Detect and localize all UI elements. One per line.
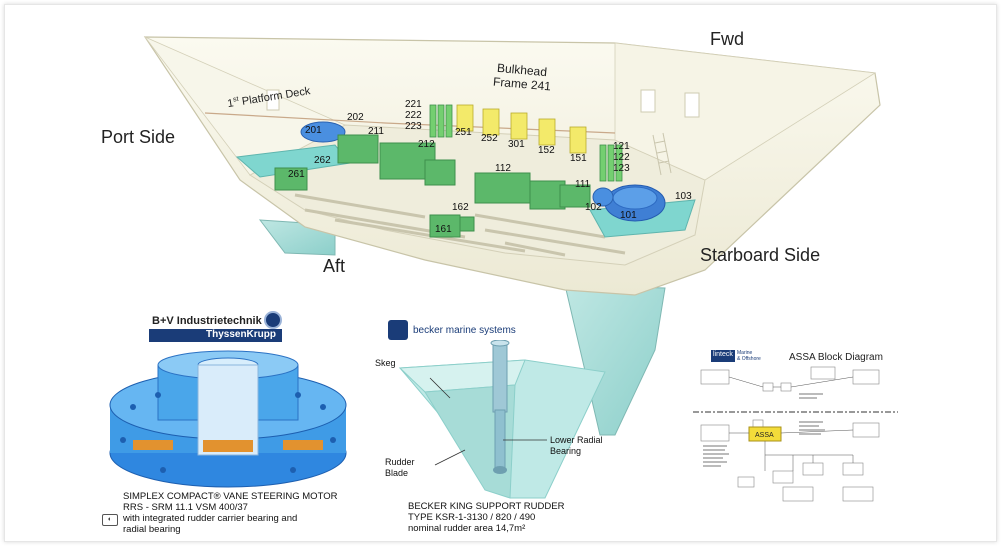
num-152: 152 (538, 145, 555, 156)
num-111: 111 (575, 179, 591, 190)
figure-frame: Fwd Port Side Aft Starboard Side Bulkhea… (4, 4, 997, 542)
skeg-label: Skeg (375, 358, 396, 368)
num-202: 202 (347, 112, 364, 123)
assa-block-label: ASSA (755, 432, 774, 439)
num-301: 301 (508, 139, 525, 150)
rudder-illustration (398, 340, 606, 499)
assa-title: ASSA Block Diagram (789, 352, 883, 363)
door-3 (266, 89, 280, 111)
rudder-blade-label-2: Blade (385, 468, 409, 478)
num-221: 221 (405, 99, 422, 110)
motor-caption-line1: SIMPLEX COMPACT® VANE STEERING MOTOR (123, 491, 338, 502)
linteck-logo-box: linteck (711, 350, 735, 362)
door-2 (684, 92, 700, 118)
steering-motor-illustration (109, 350, 347, 488)
motor-caption-line4: radial bearing (123, 524, 181, 535)
linteck-logo-text: linteck (713, 351, 733, 358)
hull-illustration (143, 36, 881, 436)
num-223: 223 (405, 121, 422, 132)
num-222: 222 (405, 110, 422, 121)
control-panels (456, 104, 587, 154)
assa-block-diagram: ASSA (693, 366, 898, 502)
rudder-caption-line1: BECKER KING SUPPORT RUDDER (408, 501, 565, 512)
thyssenkrupp-bar: ThyssenKrupp (149, 329, 282, 342)
starboard-side-label: Starboard Side (700, 245, 821, 265)
rudder-caption-line3: nominal rudder area 14,7m² (408, 523, 526, 534)
door-1 (640, 89, 656, 113)
lower-radial-label-2: Bearing (550, 446, 582, 456)
num-123: 123 (613, 163, 630, 174)
num-161: 161 (435, 224, 452, 235)
num-261: 261 (288, 169, 305, 180)
port-steering-motor (300, 121, 346, 143)
linteck-sub2: & Offshore (737, 356, 761, 362)
cabinets (429, 104, 623, 182)
aft-label: Aft (323, 256, 346, 276)
motor-caption-line2: RRS - SRM 11.1 VSM 400/37 (123, 502, 248, 513)
platform-deck-line (204, 112, 616, 134)
num-101: 101 (620, 210, 637, 221)
bv-brand: B+V Industrietechnik (152, 315, 262, 327)
thyssenkrupp-logo (264, 311, 282, 329)
machine-units (274, 134, 591, 238)
port-side-label: Port Side (101, 127, 176, 147)
num-112: 112 (495, 163, 511, 174)
starboard-steering-motor-top (612, 186, 658, 210)
num-103: 103 (675, 191, 692, 202)
num-102: 102 (585, 202, 602, 213)
certificate-icon: ◐ (102, 514, 118, 526)
linteck-sub1: Marine (737, 350, 753, 356)
num-251: 251 (455, 127, 472, 138)
num-262: 262 (314, 155, 331, 166)
num-211: 211 (368, 126, 384, 137)
lower-radial-label-1: Lower Radial (550, 435, 603, 445)
becker-brand: becker marine systems (413, 325, 516, 336)
starboard-pump-102 (592, 187, 614, 207)
thyssenkrupp-text: ThyssenKrupp (205, 329, 276, 340)
forward-wall (614, 42, 877, 181)
num-151: 151 (570, 153, 587, 164)
motor-caption-line3: with integrated rudder carrier bearing a… (123, 513, 298, 524)
ladder (652, 132, 672, 176)
rudder-blade-label-1: Rudder (385, 457, 415, 467)
num-212: 212 (418, 139, 435, 150)
num-122: 122 (613, 152, 630, 163)
becker-logo-icon (388, 320, 408, 340)
num-162: 162 (452, 202, 469, 213)
rudder-caption-line2: TYPE KSR-1-3130 / 820 / 490 (408, 512, 536, 523)
num-121: 121 (613, 141, 630, 152)
num-201: 201 (305, 125, 322, 136)
num-252: 252 (481, 133, 498, 144)
fwd-label: Fwd (710, 29, 745, 49)
